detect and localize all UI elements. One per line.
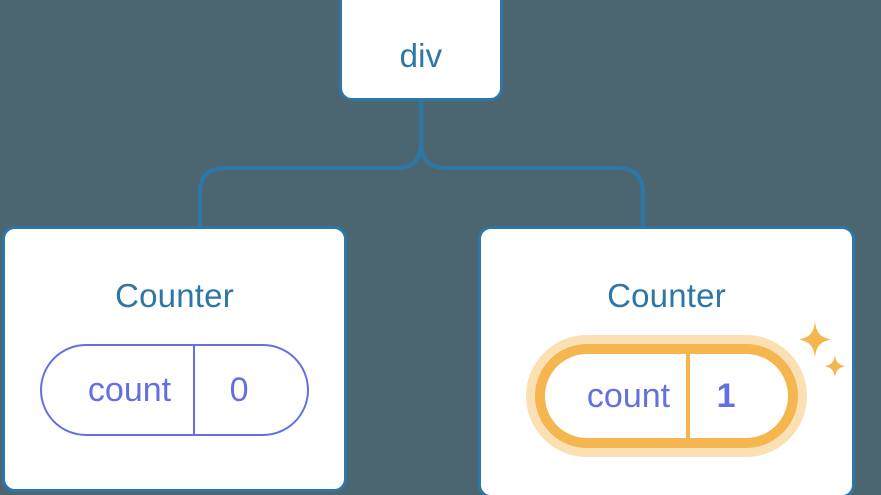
node-counter-right[interactable]: Counter count 1	[478, 226, 855, 495]
sparkle-small-icon	[824, 355, 846, 378]
state-pill-right[interactable]: count 1	[534, 344, 799, 448]
connector-stem-and-branches	[198, 99, 423, 230]
state-pill-left[interactable]: count 0	[39, 344, 310, 436]
sparkle-group	[799, 322, 846, 378]
node-counter-left-label: Counter	[115, 277, 234, 314]
sparkle-large-icon	[799, 322, 832, 357]
node-counter-left[interactable]: Counter count 0	[2, 226, 347, 492]
state-value-right: 1	[716, 377, 736, 415]
connector-branch-right	[419, 141, 645, 230]
state-pill-wrap-left: count 0	[39, 344, 310, 436]
state-divider-right	[686, 354, 691, 438]
state-key-left: count	[87, 371, 172, 409]
state-pill-wrap-right: count 1	[534, 322, 846, 448]
node-counter-right-label: Counter	[607, 277, 726, 314]
state-value-left: 0	[229, 371, 249, 409]
node-root-div[interactable]: div	[339, 0, 503, 101]
node-root-label: div	[399, 37, 443, 74]
state-divider-left	[193, 346, 196, 434]
state-key-right: count	[586, 377, 671, 415]
